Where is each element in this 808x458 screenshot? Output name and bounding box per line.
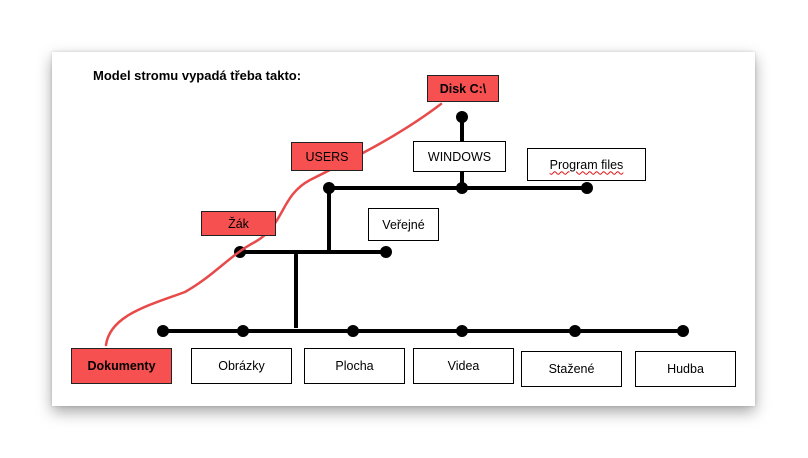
- page-title: Model stromu vypadá třeba takto:: [93, 68, 302, 83]
- node-dokumenty: Dokumenty: [71, 348, 172, 384]
- node-dot-program-files: [581, 182, 593, 194]
- node-stazene: Stažené: [521, 351, 622, 387]
- node-label: WINDOWS: [427, 149, 492, 164]
- node-disk: Disk C:\: [427, 75, 499, 102]
- node-dot-verejne: [380, 246, 392, 258]
- node-label: Žák: [228, 216, 249, 231]
- node-dot-stazene: [569, 325, 581, 337]
- node-dot-dokumenty: [157, 325, 169, 337]
- node-label: Dokumenty: [87, 359, 156, 373]
- node-label: Videa: [447, 359, 480, 373]
- node-label: Hudba: [667, 362, 704, 376]
- node-dot-obrazky: [237, 325, 249, 337]
- node-videa: Videa: [413, 348, 514, 384]
- node-label: USERS: [305, 149, 349, 164]
- node-label: Veřejné: [382, 217, 425, 232]
- node-label: Stažené: [548, 362, 595, 376]
- node-dot-disk: [456, 111, 468, 123]
- node-label: Program files: [549, 157, 624, 172]
- node-plocha: Plocha: [304, 348, 405, 384]
- node-zak: Žák: [201, 211, 276, 236]
- node-obrazky: Obrázky: [191, 348, 292, 384]
- node-dot-videa: [456, 325, 468, 337]
- highlight-path: [104, 102, 443, 347]
- node-users: USERS: [291, 142, 363, 171]
- node-dot-plocha: [347, 325, 359, 337]
- node-label: Plocha: [335, 359, 374, 373]
- node-hudba: Hudba: [635, 351, 736, 387]
- node-program-files: Program files: [527, 148, 646, 181]
- node-dot-hudba: [677, 325, 689, 337]
- node-windows: WINDOWS: [413, 141, 506, 172]
- node-dot-windows: [456, 182, 468, 194]
- node-dot-users: [323, 182, 335, 194]
- node-verejne: Veřejné: [368, 208, 439, 241]
- node-label: Disk C:\: [439, 81, 487, 96]
- node-label: Obrázky: [218, 359, 265, 373]
